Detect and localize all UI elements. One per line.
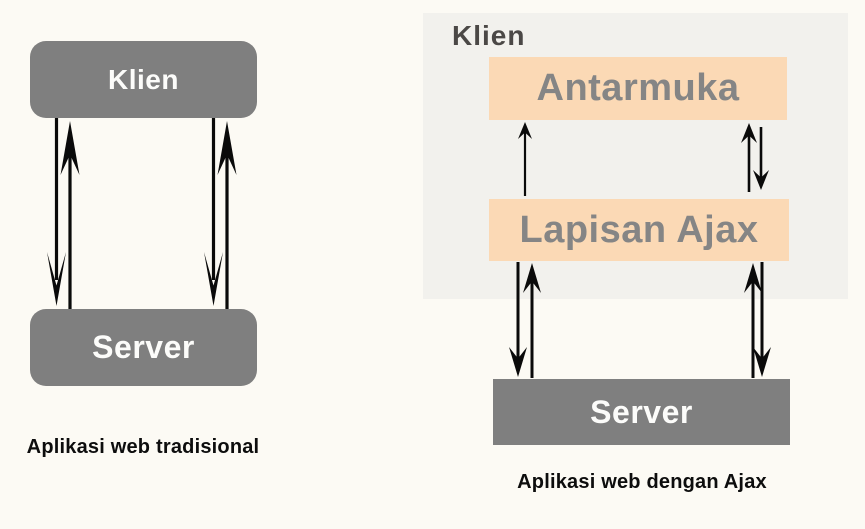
- traditional-server-box: Server: [30, 309, 257, 386]
- ajax-client-panel-label: Klien: [452, 20, 526, 51]
- traditional-client-box: Klien: [30, 41, 257, 118]
- arrow-trad-server-to-client-1: [60, 121, 80, 309]
- traditional-caption: Aplikasi web tradisional: [26, 436, 260, 458]
- ajax-interface-box: Antarmuka: [489, 57, 787, 120]
- ajax-caption: Aplikasi web dengan Ajax: [517, 471, 767, 493]
- ajax-server-box: Server: [493, 379, 790, 445]
- arrow-trad-server-to-client-2: [217, 121, 237, 309]
- arrow-trad-client-to-server-2: [204, 118, 223, 306]
- ajax-layer-box: Lapisan Ajax: [489, 199, 789, 261]
- arrow-trad-client-to-server-1: [47, 118, 66, 306]
